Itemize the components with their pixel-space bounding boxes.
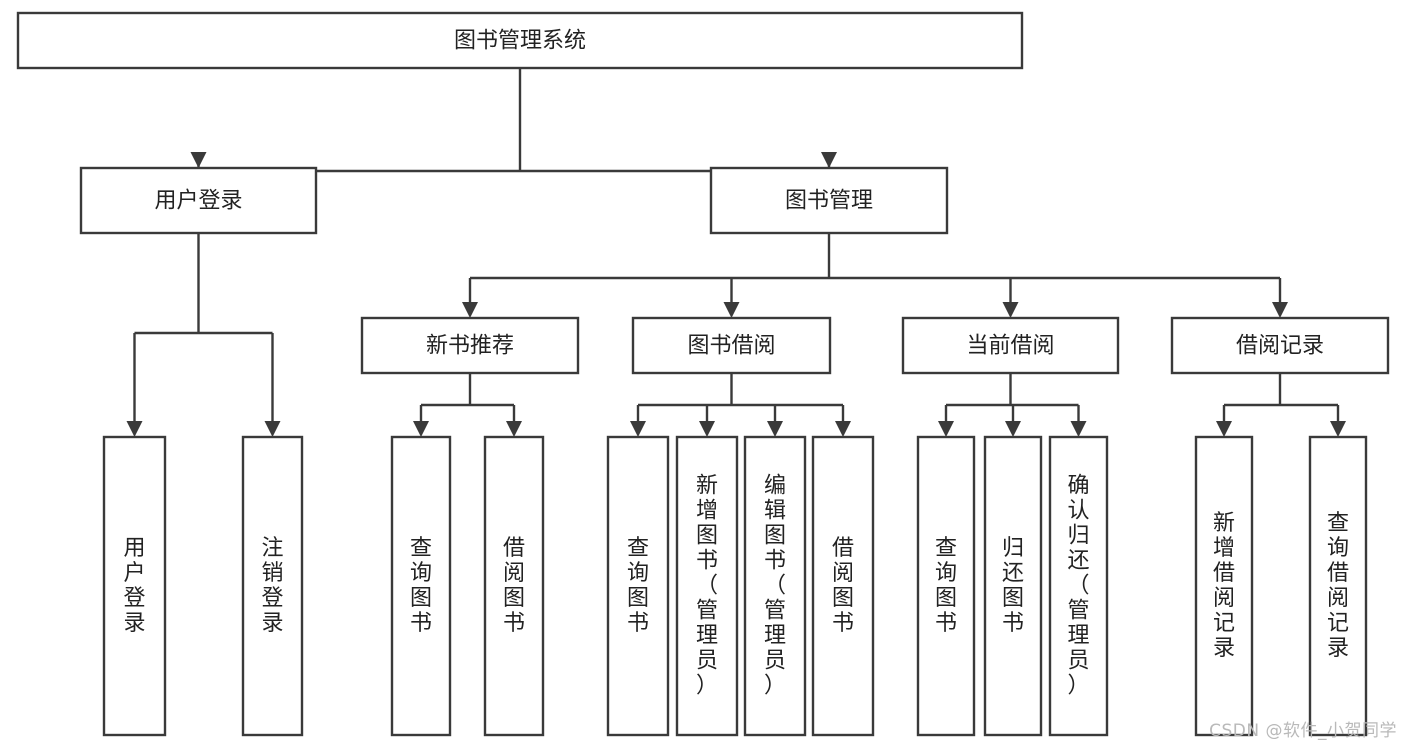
node-box [16,11,1024,70]
watermark: CSDN @软件_小贺同学 [1209,721,1397,741]
arrow-head-icon [723,302,740,318]
node-label: 确认归还（管理员） [1067,474,1089,699]
node-leaf-query-record[interactable]: 查询借阅记录 [1308,435,1368,737]
node-box [102,435,167,737]
arrow-head-icon [1216,421,1232,437]
arrow-head-icon [821,152,837,168]
node-leaf-add-book[interactable]: 新增图书（管理员） [675,435,739,737]
arrow-head-icon [1005,421,1021,437]
nodes-layer: 图书管理系统用户登录图书管理新书推荐图书借阅当前借阅借阅记录用户登录注销登录查询… [16,11,1390,737]
node-box [1170,316,1390,375]
arrow-head-icon [835,421,851,437]
node-label: 借阅记录 [1236,334,1324,359]
node-leaf-return-book[interactable]: 归还图书 [983,435,1043,737]
node-label: 借阅图书 [832,536,854,636]
node-leaf-borrow-book[interactable]: 借阅图书 [811,435,875,737]
node-box [360,316,580,375]
node-leaf-edit-book[interactable]: 编辑图书（管理员） [743,435,807,737]
node-label: 新增图书（管理员） [696,474,718,699]
node-leaf-confirm-return[interactable]: 确认归还（管理员） [1048,435,1109,737]
arrow-head-icon [1272,302,1288,318]
node-label: 查询借阅记录 [1327,511,1349,661]
node-box [675,435,739,737]
edges-layer [126,68,1346,437]
node-box [631,316,832,375]
node-user-login[interactable]: 用户登录 [79,166,318,235]
node-box [901,316,1120,375]
arrow-head-icon [630,421,646,437]
node-book-manage[interactable]: 图书管理 [709,166,949,235]
node-box [916,435,976,737]
node-label: 借阅图书 [503,536,525,636]
node-root[interactable]: 图书管理系统 [16,11,1024,70]
node-box [390,435,452,737]
node-label: 当前借阅 [966,334,1054,359]
node-leaf-logout[interactable]: 注销登录 [241,435,304,737]
node-box [811,435,875,737]
arrow-head-icon [938,421,954,437]
node-label: 新书推荐 [426,334,514,359]
arrow-head-icon [506,421,522,437]
node-box [1308,435,1368,737]
arrow-head-icon [413,421,429,437]
arrow-head-icon [699,421,715,437]
node-label: 查询图书 [627,536,649,636]
arrow-head-icon [767,421,783,437]
arrow-head-icon [462,302,478,318]
node-box [1194,435,1254,737]
node-label: 注销登录 [261,536,283,636]
node-label: 归还图书 [1002,536,1024,636]
node-leaf-query-book-borrow[interactable]: 查询图书 [606,435,670,737]
node-leaf-user-login[interactable]: 用户登录 [102,435,167,737]
node-box [483,435,545,737]
node-box [79,166,318,235]
node-borrow-record[interactable]: 借阅记录 [1170,316,1390,375]
node-label: 用户登录 [154,189,242,214]
node-label: 用户登录 [123,536,145,636]
node-box [709,166,949,235]
arrow-head-icon [1330,421,1346,437]
node-label: 查询图书 [410,536,432,636]
node-box [743,435,807,737]
arrow-head-icon [190,152,207,168]
node-leaf-borrow-book-rec[interactable]: 借阅图书 [483,435,545,737]
arrow-head-icon [1002,302,1019,318]
node-book-borrow[interactable]: 图书借阅 [631,316,832,375]
node-box [606,435,670,737]
node-label: 图书管理系统 [454,29,586,54]
node-box [1048,435,1109,737]
node-current-borrow[interactable]: 当前借阅 [901,316,1120,375]
node-label: 编辑图书（管理员） [764,474,786,699]
arrow-head-icon [264,421,281,437]
node-label: 图书管理 [785,189,873,214]
arrow-head-icon [1070,421,1087,437]
node-box [241,435,304,737]
node-new-book-recommend[interactable]: 新书推荐 [360,316,580,375]
node-label: 图书借阅 [687,334,775,359]
node-label: 新增借阅记录 [1213,511,1235,661]
arrow-head-icon [126,421,143,437]
node-leaf-query-book-rec[interactable]: 查询图书 [390,435,452,737]
node-leaf-query-book-cur[interactable]: 查询图书 [916,435,976,737]
node-leaf-add-record[interactable]: 新增借阅记录 [1194,435,1254,737]
node-box [983,435,1043,737]
node-label: 查询图书 [935,536,957,636]
